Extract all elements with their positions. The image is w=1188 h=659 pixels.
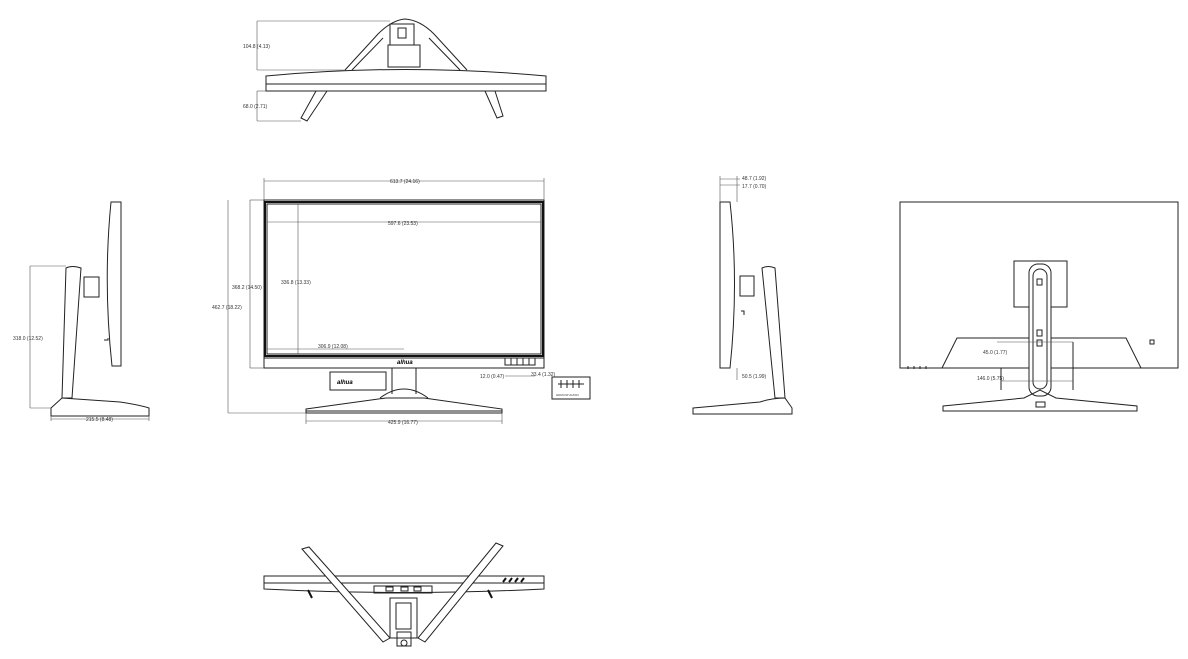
front-view: alhua 613.7 (24.16) 597.6 (23.53) 336.8 … [212,178,591,426]
dim-screen-height: 336.8 (13.33) [281,280,311,286]
dim-vesa-half: 306.9 (12.08) [318,344,348,350]
dim-side-height: 318.0 (12.52) [13,336,43,342]
front-logo: alhua [397,360,413,366]
dim-panel-height: 368.2 (14.50) [232,285,262,291]
dim-port-pitch: 12.0 (0.47) [480,374,505,380]
bottom-view [263,542,545,647]
dim-top-depth: 104.8 (4.13) [243,44,270,50]
left-side-view: 318.0 (12.52) 215.5 (8.48) [13,201,150,423]
dim-base-depth: 215.5 (8.48) [86,417,113,423]
dim-depth-total: 48.7 (1.92) [742,176,767,182]
dim-screen-width: 597.6 (23.53) [388,221,418,227]
dim-port-spacing: 33.4 (1.32) [531,372,556,378]
dim-back-stand: 146.0 (5.75) [977,376,1004,382]
right-side-view: 48.7 (1.92) 17.7 (0.70) 50.5 (1.99) [692,176,793,415]
dim-bezel-depth: 17.7 (0.70) [742,184,767,190]
top-view: 104.8 (4.13) 68.0 (2.71) [243,18,547,122]
dim-base-clearance: 50.5 (1.99) [742,374,767,380]
dim-base-width: 425.9 (16.77) [388,420,418,426]
back-view: 45.0 (1.77) 146.0 (5.75) [899,201,1179,412]
dim-back-port: 45.0 (1.77) [983,350,1008,356]
port-callout-text: HDMI DP AUDIO [556,393,579,397]
dim-overall-height: 462.7 (18.22) [212,305,242,311]
dim-overall-width: 613.7 (24.16) [390,179,420,185]
dim-top-offset: 68.0 (2.71) [243,104,268,110]
label-logo: alhua [337,380,353,386]
